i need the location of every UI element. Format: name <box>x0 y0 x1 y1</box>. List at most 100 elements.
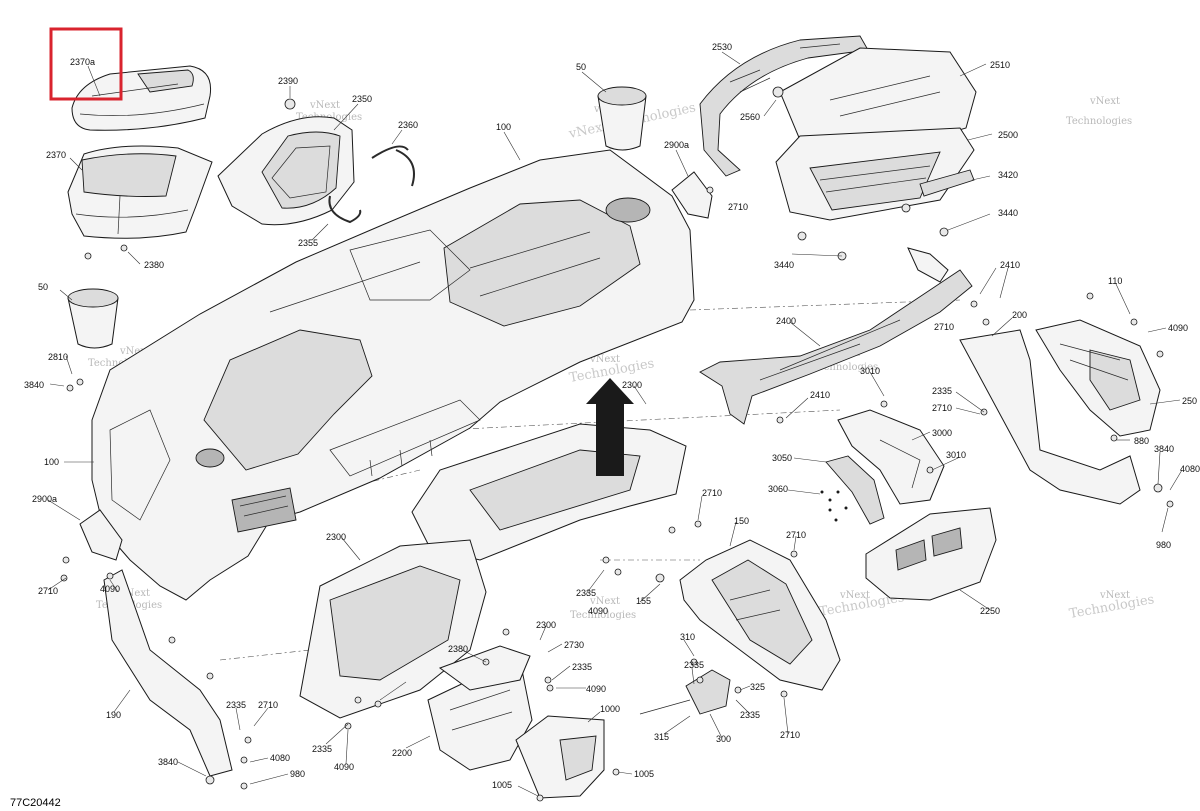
callout-2390[interactable]: 2390 <box>278 76 298 86</box>
callout-4090[interactable]: 4090 <box>100 584 120 594</box>
part-2900a-bracket[interactable] <box>79 509 123 561</box>
part-2370a-lid[interactable] <box>71 65 212 131</box>
callout-3840[interactable]: 3840 <box>1154 444 1174 454</box>
callout-50[interactable]: 50 <box>576 62 586 72</box>
callout-3440[interactable]: 3440 <box>774 260 794 270</box>
callout-110[interactable]: 110 <box>1108 276 1122 286</box>
callout-2200[interactable]: 2200 <box>392 748 412 758</box>
part-190-side-trim[interactable] <box>103 569 233 777</box>
callout-2300[interactable]: 2300 <box>536 620 556 630</box>
callout-2335[interactable]: 2335 <box>684 660 704 670</box>
callout-2380[interactable]: 2380 <box>448 644 468 654</box>
part-200-side-panel[interactable] <box>959 329 1141 505</box>
callout-2560[interactable]: 2560 <box>740 112 760 122</box>
part-2355-clip[interactable] <box>328 195 362 224</box>
callout-2335[interactable]: 2335 <box>312 744 332 754</box>
callout-3010[interactable]: 3010 <box>860 366 880 376</box>
callout-2710[interactable]: 2710 <box>38 586 58 596</box>
part-2390-nut[interactable] <box>284 98 296 110</box>
part-3420-strip[interactable] <box>919 169 975 197</box>
callout-1000[interactable]: 1000 <box>600 704 620 714</box>
callout-2730[interactable]: 2730 <box>564 640 584 650</box>
callout-3840[interactable]: 3840 <box>158 757 178 767</box>
callout-2370a[interactable]: 2370a <box>70 57 95 67</box>
callout-4090[interactable]: 4090 <box>1168 323 1188 333</box>
callout-2335[interactable]: 2335 <box>932 386 952 396</box>
callout-880[interactable]: 880 <box>1134 436 1149 446</box>
callout-200[interactable]: 200 <box>1012 310 1027 320</box>
part-300-mount[interactable] <box>639 669 731 715</box>
part-250-panel[interactable] <box>1035 319 1161 437</box>
part-2360-clip[interactable] <box>371 145 415 187</box>
callout-310[interactable]: 310 <box>680 632 695 642</box>
callout-4080[interactable]: 4080 <box>270 753 290 763</box>
callout-3000[interactable]: 3000 <box>932 428 952 438</box>
callout-2380[interactable]: 2380 <box>144 260 164 270</box>
callout-2710[interactable]: 2710 <box>932 403 952 413</box>
part-2370-storage-bin[interactable] <box>67 145 213 239</box>
part-150-console[interactable] <box>679 539 841 691</box>
callout-2360[interactable]: 2360 <box>398 120 418 130</box>
callout-2335[interactable]: 2335 <box>740 710 760 720</box>
callout-4090[interactable]: 4090 <box>334 762 354 772</box>
callout-155[interactable]: 155 <box>636 596 651 606</box>
fasteners[interactable] <box>60 186 1174 802</box>
callout-3840[interactable]: 3840 <box>24 380 44 390</box>
part-50-cup-holder[interactable] <box>67 288 119 349</box>
callout-2410[interactable]: 2410 <box>810 390 830 400</box>
callout-190[interactable]: 190 <box>106 710 121 720</box>
part-2350-bezel[interactable] <box>217 98 355 226</box>
part-2300-liner[interactable] <box>299 539 487 719</box>
callout-2355[interactable]: 2355 <box>298 238 318 248</box>
callout-4080[interactable]: 4080 <box>1180 464 1200 474</box>
callout-2510[interactable]: 2510 <box>990 60 1010 70</box>
callout-2335[interactable]: 2335 <box>572 662 592 672</box>
callout-4090[interactable]: 4090 <box>588 606 608 616</box>
callout-2250[interactable]: 2250 <box>980 606 1000 616</box>
part-2500-tray[interactable] <box>775 127 975 221</box>
callout-2500[interactable]: 2500 <box>998 130 1018 140</box>
part-2530-handle[interactable] <box>699 35 869 177</box>
part-50-cup-holder[interactable] <box>597 86 647 151</box>
callout-3010[interactable]: 3010 <box>946 450 966 460</box>
callout-2400[interactable]: 2400 <box>776 316 796 326</box>
part-3440-fasteners[interactable] <box>797 203 949 261</box>
callout-2710[interactable]: 2710 <box>786 530 806 540</box>
part-3000-bracket[interactable] <box>837 409 945 505</box>
callout-3420[interactable]: 3420 <box>998 170 1018 180</box>
callout-1005[interactable]: 1005 <box>492 780 512 790</box>
callout-1005[interactable]: 1005 <box>634 769 654 779</box>
callout-2710[interactable]: 2710 <box>728 202 748 212</box>
part-3050-brace[interactable] <box>825 455 885 525</box>
part-2730-bracket[interactable] <box>438 645 531 691</box>
part-100-dashboard[interactable] <box>91 149 695 601</box>
callout-2300[interactable]: 2300 <box>622 380 642 390</box>
callout-4090[interactable]: 4090 <box>586 684 606 694</box>
callout-325[interactable]: 325 <box>750 682 765 692</box>
part-1000-bin[interactable] <box>515 715 605 799</box>
callout-3060[interactable]: 3060 <box>768 484 788 494</box>
callout-2900a[interactable]: 2900a <box>32 494 57 504</box>
callout-2370[interactable]: 2370 <box>46 150 66 160</box>
callout-2530[interactable]: 2530 <box>712 42 732 52</box>
callout-2710[interactable]: 2710 <box>258 700 278 710</box>
callout-150[interactable]: 150 <box>734 516 749 526</box>
callout-100[interactable]: 100 <box>44 457 59 467</box>
callout-3440[interactable]: 3440 <box>998 208 1018 218</box>
callout-980[interactable]: 980 <box>290 769 305 779</box>
callout-2410[interactable]: 2410 <box>1000 260 1020 270</box>
callout-50[interactable]: 50 <box>38 282 48 292</box>
callout-2350[interactable]: 2350 <box>352 94 372 104</box>
callout-315[interactable]: 315 <box>654 732 669 742</box>
callout-250[interactable]: 250 <box>1182 396 1197 406</box>
callout-2300[interactable]: 2300 <box>326 532 346 542</box>
callout-300[interactable]: 300 <box>716 734 731 744</box>
part-3060-fasteners[interactable] <box>820 490 848 522</box>
callout-980[interactable]: 980 <box>1156 540 1171 550</box>
callout-2710[interactable]: 2710 <box>934 322 954 332</box>
callout-2900a[interactable]: 2900a <box>664 140 689 150</box>
callout-2335[interactable]: 2335 <box>576 588 596 598</box>
callout-2335[interactable]: 2335 <box>226 700 246 710</box>
callout-100[interactable]: 100 <box>496 122 511 132</box>
part-2400-crossbar[interactable] <box>699 247 973 425</box>
